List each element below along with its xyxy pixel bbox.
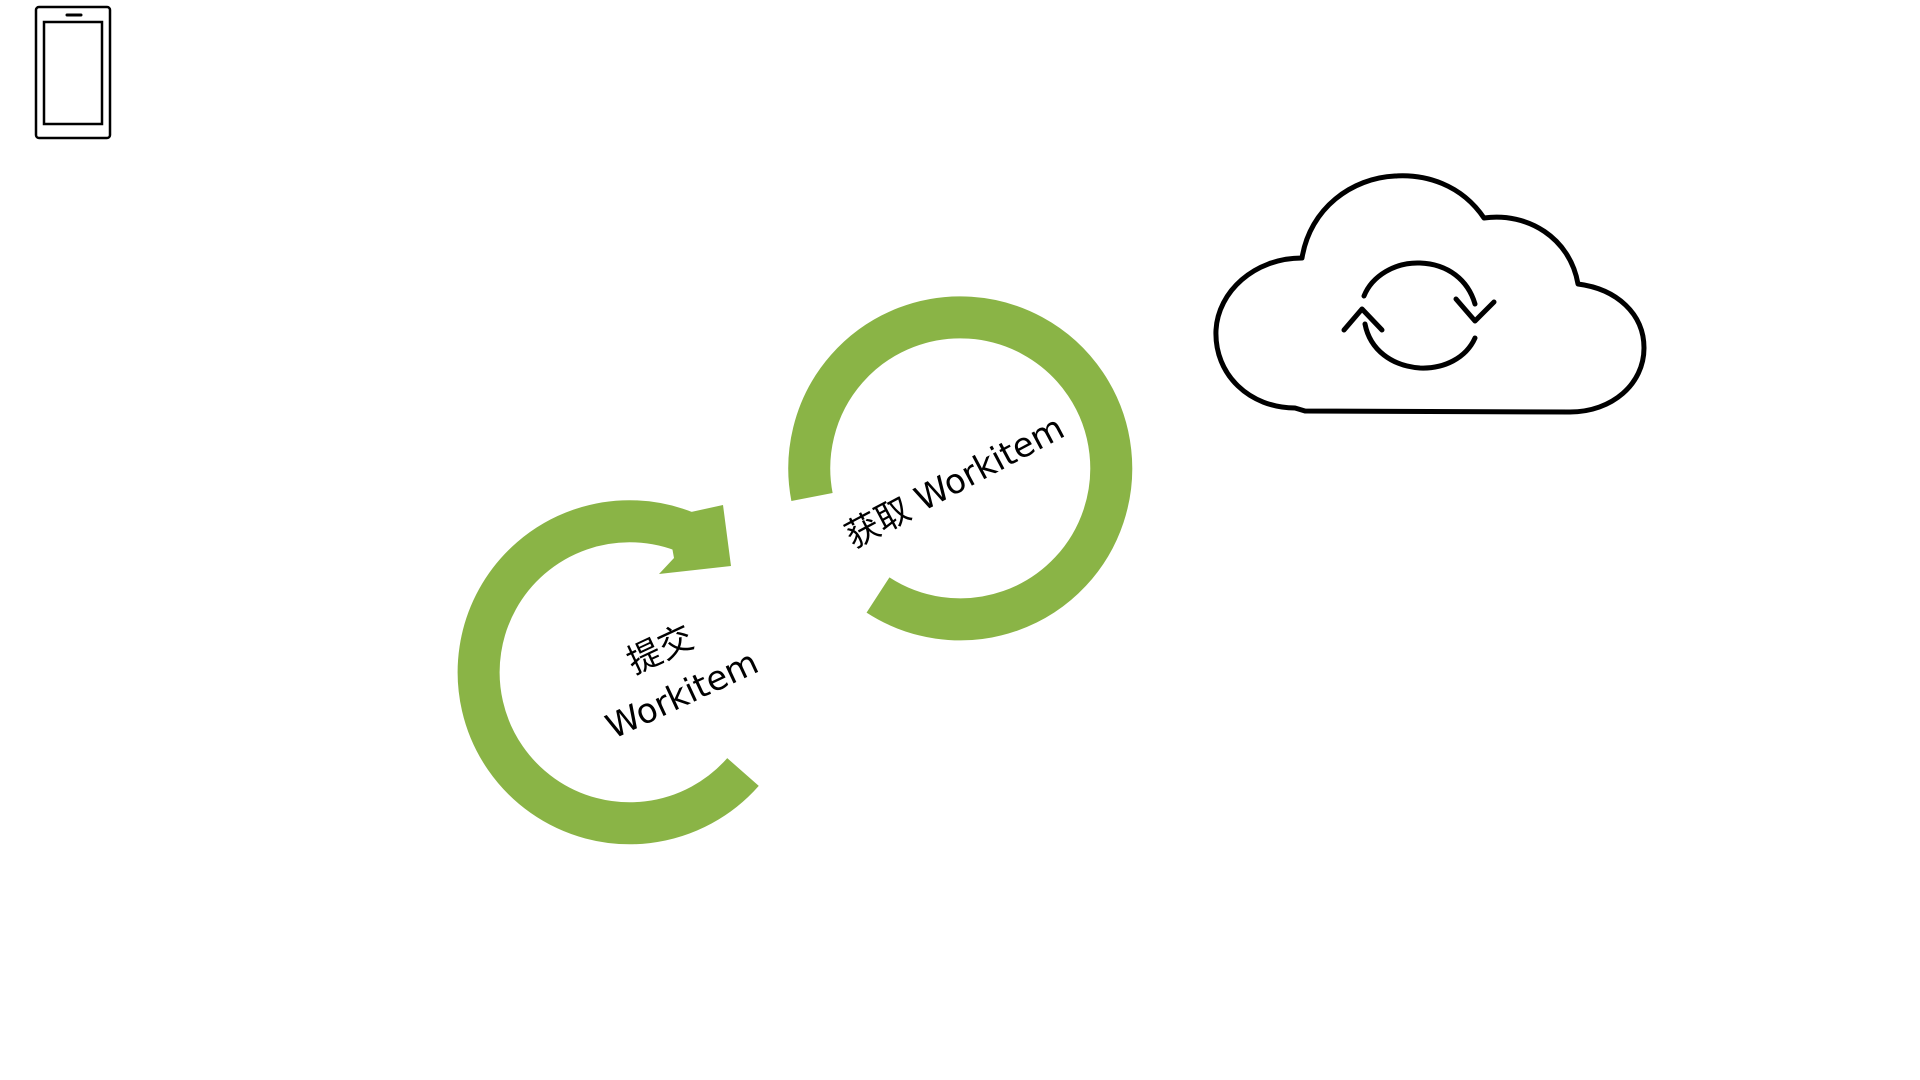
fetch-cycle-label: 获取 Workitem <box>839 408 1071 557</box>
sync-arrows-icon <box>1344 263 1494 368</box>
tablet-icon <box>36 7 110 138</box>
cloud-sync-icon <box>1216 176 1644 412</box>
cloud-outline <box>1216 176 1644 412</box>
submit-cycle: 提交 Workitem <box>479 505 765 823</box>
fetch-cycle: 获取 Workitem <box>809 317 1111 619</box>
